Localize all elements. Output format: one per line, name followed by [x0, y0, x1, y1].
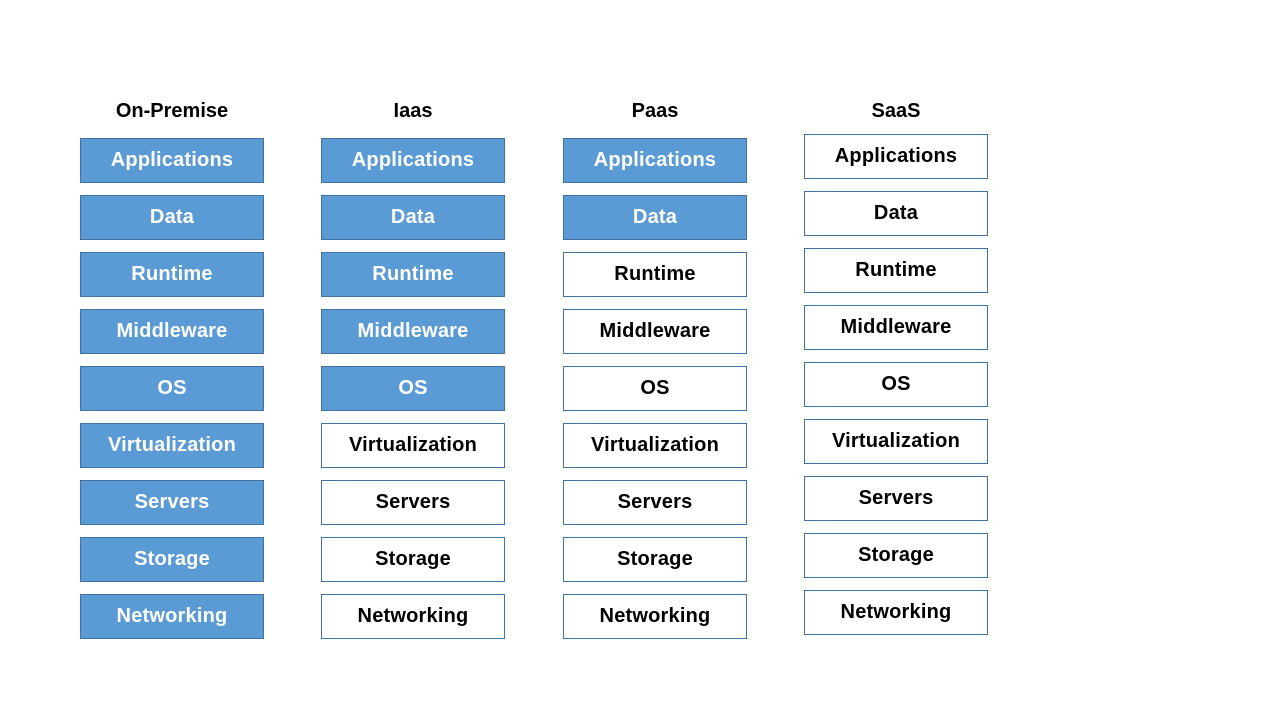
layer-applications: Applications — [80, 138, 264, 183]
layer-runtime: Runtime — [563, 252, 747, 297]
layer-middleware: Middleware — [321, 309, 505, 354]
layer-os: OS — [80, 366, 264, 411]
layer-networking: Networking — [321, 594, 505, 639]
layer-servers: Servers — [804, 476, 988, 521]
layer-runtime: Runtime — [80, 252, 264, 297]
layer-runtime: Runtime — [321, 252, 505, 297]
layer-data: Data — [80, 195, 264, 240]
layer-runtime: Runtime — [804, 248, 988, 293]
layer-storage: Storage — [80, 537, 264, 582]
layer-networking: Networking — [563, 594, 747, 639]
layer-storage: Storage — [321, 537, 505, 582]
layer-servers: Servers — [321, 480, 505, 525]
layer-middleware: Middleware — [80, 309, 264, 354]
layer-os: OS — [804, 362, 988, 407]
layer-virtualization: Virtualization — [563, 423, 747, 468]
layer-middleware: Middleware — [563, 309, 747, 354]
layer-data: Data — [804, 191, 988, 236]
layer-applications: Applications — [563, 138, 747, 183]
column-title: Iaas — [393, 100, 433, 122]
layer-applications: Applications — [804, 134, 988, 179]
layer-servers: Servers — [80, 480, 264, 525]
column-title: On-Premise — [115, 100, 229, 122]
layer-data: Data — [563, 195, 747, 240]
layer-os: OS — [321, 366, 505, 411]
layer-servers: Servers — [563, 480, 747, 525]
layer-data: Data — [321, 195, 505, 240]
column-title: Paas — [631, 100, 679, 122]
layer-storage: Storage — [563, 537, 747, 582]
layer-virtualization: Virtualization — [804, 419, 988, 464]
layer-applications: Applications — [321, 138, 505, 183]
layer-middleware: Middleware — [804, 305, 988, 350]
layer-virtualization: Virtualization — [321, 423, 505, 468]
layer-os: OS — [563, 366, 747, 411]
layer-storage: Storage — [804, 533, 988, 578]
column-title: SaaS — [871, 100, 921, 122]
layer-networking: Networking — [80, 594, 264, 639]
layer-networking: Networking — [804, 590, 988, 635]
layer-virtualization: Virtualization — [80, 423, 264, 468]
